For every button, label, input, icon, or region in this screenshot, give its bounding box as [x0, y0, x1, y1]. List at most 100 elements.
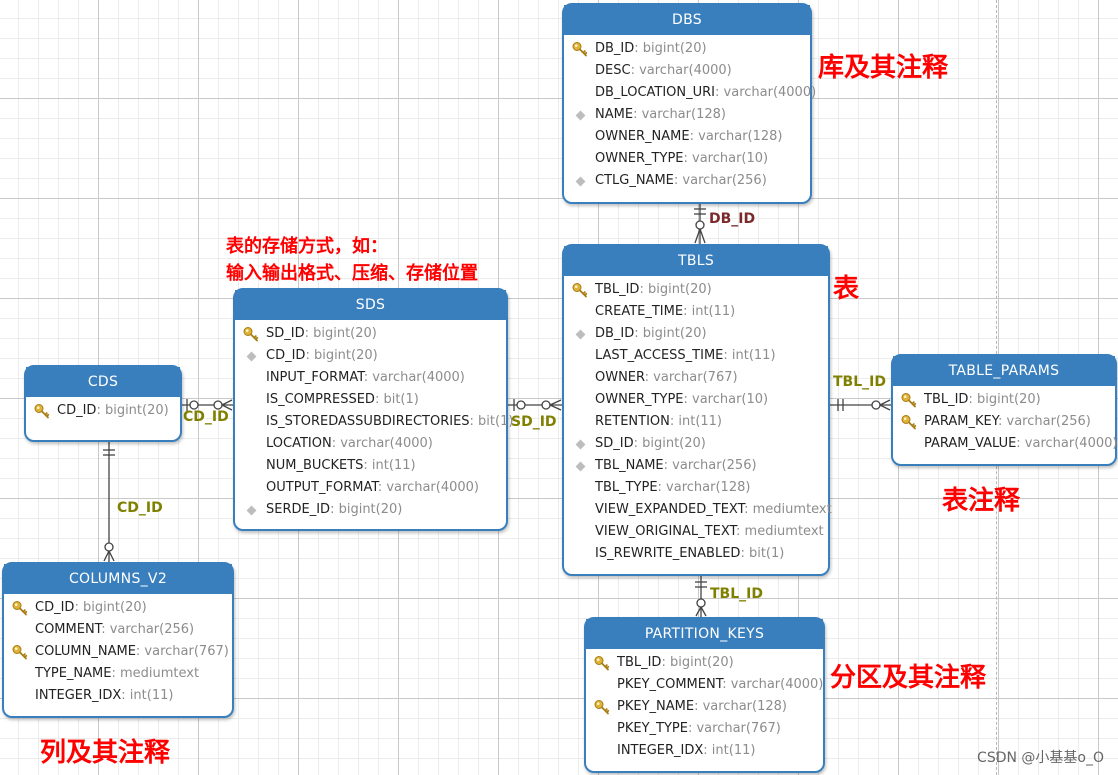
blank-icon-slot — [242, 477, 260, 499]
entity-column-row[interactable]: CD_ID: bigint(20) — [235, 345, 506, 367]
blank-icon-slot — [571, 367, 589, 389]
entity-column-row[interactable]: TBL_ID: bigint(20) — [564, 279, 828, 301]
entity-column-row[interactable]: DB_LOCATION_URI: varchar(4000) — [564, 82, 816, 104]
entity-column-row[interactable]: OWNER_TYPE: varchar(10) — [564, 148, 810, 170]
entity-sds[interactable]: SDS SD_ID: bigint(20)CD_ID: bigint(20)IN… — [233, 288, 513, 531]
column-text: TBL_TYPE: varchar(128) — [595, 477, 750, 499]
relation-label-tbl-id-params: TBL_ID — [833, 374, 886, 390]
entity-table-params[interactable]: TABLE_PARAMS TBL_ID: bigint(20)PARAM_KEY… — [891, 354, 1117, 466]
column-text: IS_REWRITE_ENABLED: bit(1) — [595, 543, 784, 565]
entity-column-row[interactable]: DB_ID: bigint(20) — [564, 323, 828, 345]
index-icon — [242, 345, 260, 367]
relation-label-cd-id-horizontal: CD_ID — [183, 409, 229, 425]
entity-column-row[interactable]: TBL_ID: bigint(20) — [893, 389, 1115, 411]
entity-dbs[interactable]: DBS DB_ID: bigint(20)DESC: varchar(4000)… — [562, 3, 816, 204]
relation-label-tbl-id-partition: TBL_ID — [710, 586, 763, 602]
entity-column-row[interactable]: DB_ID: bigint(20) — [564, 38, 810, 60]
entity-column-row[interactable]: TYPE_NAME: mediumtext — [4, 663, 232, 685]
entity-column-row[interactable]: NAME: varchar(128) — [564, 104, 810, 126]
column-name: TBL_TYPE — [595, 480, 658, 495]
blank-icon-slot — [11, 685, 29, 707]
column-type: : varchar(256) — [673, 173, 767, 188]
entity-column-row[interactable]: OWNER: varchar(767) — [564, 367, 828, 389]
annotation-sds-line2: 输入输出格式、压缩、存储位置 — [226, 263, 478, 284]
entity-column-row[interactable]: PKEY_TYPE: varchar(767) — [586, 718, 823, 740]
entity-column-row[interactable]: OUTPUT_FORMAT: varchar(4000) — [235, 477, 506, 499]
entity-column-row[interactable]: OWNER_TYPE: varchar(10) — [564, 389, 828, 411]
column-text: DB_ID: bigint(20) — [595, 38, 707, 60]
column-text: PKEY_NAME: varchar(128) — [617, 696, 787, 718]
relation-label-sd-id: SD_ID — [511, 414, 557, 430]
entity-column-row[interactable]: PARAM_KEY: varchar(256) — [893, 411, 1115, 433]
column-text: SERDE_ID: bigint(20) — [266, 499, 402, 521]
entity-tbls[interactable]: TBLS TBL_ID: bigint(20)CREATE_TIME: int(… — [562, 244, 832, 576]
column-name: PKEY_NAME — [617, 699, 695, 714]
column-name: INTEGER_IDX — [617, 743, 704, 758]
column-name: IS_COMPRESSED — [266, 392, 375, 407]
entity-column-row[interactable]: TBL_TYPE: varchar(128) — [564, 477, 828, 499]
entity-partition-keys[interactable]: PARTITION_KEYS TBL_ID: bigint(20)PKEY_CO… — [584, 617, 825, 773]
entity-column-row[interactable]: RETENTION: int(11) — [564, 411, 828, 433]
key-icon — [900, 389, 918, 411]
column-type: : bigint(20) — [639, 282, 712, 297]
column-name: PARAM_VALUE — [924, 436, 1017, 451]
entity-column-row[interactable]: TBL_NAME: varchar(256) — [564, 455, 828, 477]
entity-cds[interactable]: CDS CD_ID: bigint(20) — [24, 365, 182, 442]
column-name: DB_ID — [595, 326, 635, 341]
entity-column-row[interactable]: CD_ID: bigint(20) — [4, 597, 232, 619]
entity-column-row[interactable]: VIEW_ORIGINAL_TEXT: mediumtext — [564, 521, 828, 543]
annotation-partition-keys: 分区及其注释 — [830, 663, 987, 693]
entity-column-row[interactable]: IS_REWRITE_ENABLED: bit(1) — [564, 543, 828, 565]
blank-icon-slot — [593, 718, 611, 740]
blank-icon-slot — [242, 367, 260, 389]
column-type: : varchar(128) — [633, 107, 726, 122]
entity-title: TBLS — [564, 246, 828, 276]
entity-column-row[interactable]: CD_ID: bigint(20) — [26, 400, 180, 422]
column-name: TBL_NAME — [595, 458, 664, 473]
column-list: DB_ID: bigint(20)DESC: varchar(4000)DB_L… — [564, 35, 816, 192]
column-text: OWNER_TYPE: varchar(10) — [595, 148, 768, 170]
entity-column-row[interactable]: IS_COMPRESSED: bit(1) — [235, 389, 506, 411]
blank-icon-slot — [242, 433, 260, 455]
entity-columns-v2[interactable]: COLUMNS_V2 CD_ID: bigint(20)COMMENT: var… — [2, 562, 234, 718]
entity-column-row[interactable]: COLUMN_NAME: varchar(767) — [4, 641, 232, 663]
column-text: SD_ID: bigint(20) — [266, 323, 377, 345]
entity-column-row[interactable]: DESC: varchar(4000) — [564, 60, 810, 82]
entity-column-row[interactable]: SD_ID: bigint(20) — [564, 433, 828, 455]
column-type: : bit(1) — [469, 414, 514, 429]
key-icon — [11, 597, 29, 619]
relation-label-db-id: DB_ID — [709, 211, 756, 227]
entity-column-row[interactable]: INPUT_FORMAT: varchar(4000) — [235, 367, 506, 389]
column-type: : int(11) — [121, 688, 174, 703]
entity-column-row[interactable]: CTLG_NAME: varchar(256) — [564, 170, 810, 192]
blank-icon-slot — [571, 477, 589, 499]
entity-column-row[interactable]: COMMENT: varchar(256) — [4, 619, 232, 641]
column-type: : varchar(767) — [687, 721, 781, 736]
key-icon — [900, 411, 918, 433]
entity-column-row[interactable]: PKEY_NAME: varchar(128) — [586, 696, 823, 718]
entity-column-row[interactable]: LOCATION: varchar(4000) — [235, 433, 506, 455]
column-text: LOCATION: varchar(4000) — [266, 433, 433, 455]
blank-icon-slot — [571, 521, 589, 543]
column-text: CTLG_NAME: varchar(256) — [595, 170, 767, 192]
entity-column-row[interactable]: TBL_ID: bigint(20) — [586, 652, 823, 674]
entity-column-row[interactable]: VIEW_EXPANDED_TEXT: mediumtext — [564, 499, 832, 521]
entity-column-row[interactable]: PKEY_COMMENT: varchar(4000) — [586, 674, 823, 696]
key-icon — [33, 400, 51, 422]
entity-column-row[interactable]: INTEGER_IDX: int(11) — [4, 685, 232, 707]
column-type: : bigint(20) — [634, 41, 707, 56]
entity-column-row[interactable]: NUM_BUCKETS: int(11) — [235, 455, 506, 477]
key-icon — [571, 38, 589, 60]
column-type: : bigint(20) — [968, 392, 1041, 407]
entity-column-row[interactable]: OWNER_NAME: varchar(128) — [564, 126, 810, 148]
entity-column-row[interactable]: SERDE_ID: bigint(20) — [235, 499, 506, 521]
column-name: CD_ID — [57, 403, 97, 418]
entity-column-row[interactable]: IS_STOREDASSUBDIRECTORIES: bit(1) — [235, 411, 513, 433]
entity-column-row[interactable]: SD_ID: bigint(20) — [235, 323, 506, 345]
entity-title: COLUMNS_V2 — [4, 564, 232, 594]
entity-column-row[interactable]: PARAM_VALUE: varchar(4000) — [893, 433, 1117, 455]
entity-column-row[interactable]: CREATE_TIME: int(11) — [564, 301, 828, 323]
entity-column-row[interactable]: INTEGER_IDX: int(11) — [586, 740, 823, 762]
column-name: SERDE_ID — [266, 502, 331, 517]
entity-column-row[interactable]: LAST_ACCESS_TIME: int(11) — [564, 345, 828, 367]
